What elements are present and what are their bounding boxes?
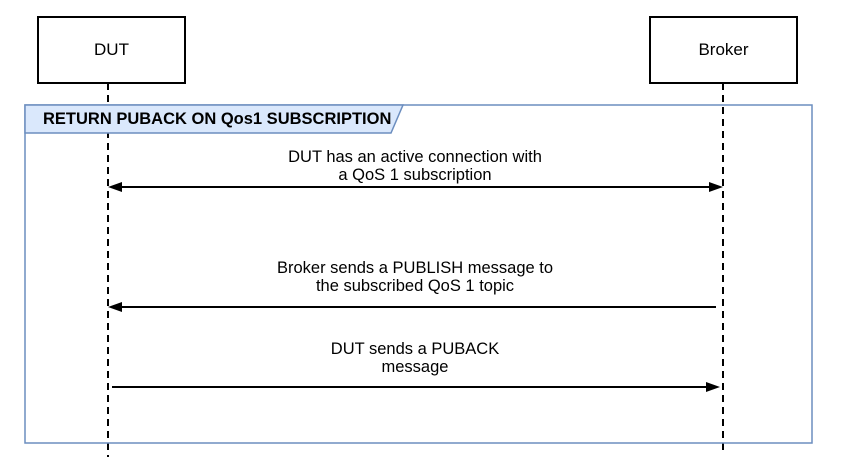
frame-title: RETURN PUBACK ON Qos1 SUBSCRIPTION — [43, 110, 392, 128]
message-1-arrowhead-right — [709, 182, 723, 192]
message-arrow-puback — [112, 382, 720, 392]
message-arrow-publish — [108, 302, 716, 312]
broker-actor-box — [649, 16, 798, 84]
dut-actor-label: DUT — [94, 40, 129, 59]
message-1-arrowhead-left — [108, 182, 122, 192]
frame-border — [24, 104, 813, 444]
broker-actor-label: Broker — [698, 40, 749, 59]
frame-label-shape — [24, 104, 405, 134]
message-2-arrowhead-left — [108, 302, 122, 312]
message-1-text: DUT has an active connection with a QoS … — [288, 148, 542, 184]
message-2-text: Broker sends a PUBLISH message to the su… — [276, 259, 554, 295]
dut-actor-box — [37, 16, 186, 84]
message-arrow-bidirectional — [108, 182, 723, 192]
message-3-text: DUT sends a PUBACK message — [330, 340, 500, 376]
message-3-arrowhead-right — [706, 382, 720, 392]
